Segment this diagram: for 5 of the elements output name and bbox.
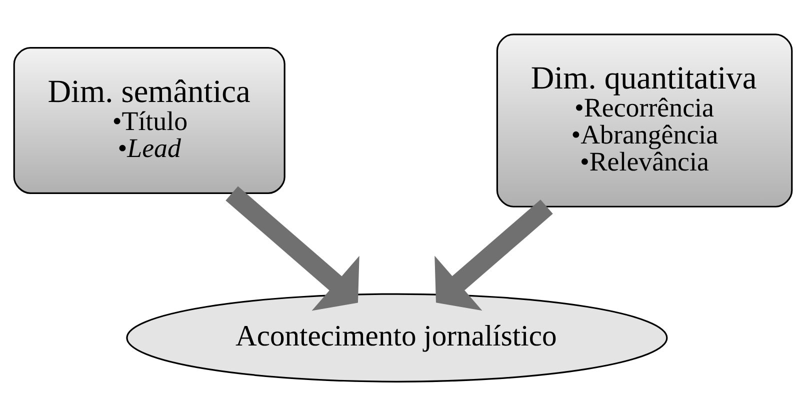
node-box: Dim. quantitativa •Recorrência •Abrangência •Relevância	[496, 34, 793, 208]
arrow	[434, 200, 553, 311]
arrow	[226, 186, 360, 311]
node-ellipse: Acontecimento jornalístico	[126, 293, 668, 382]
node-box: Dim. semântica •Título •Lead	[13, 47, 286, 194]
